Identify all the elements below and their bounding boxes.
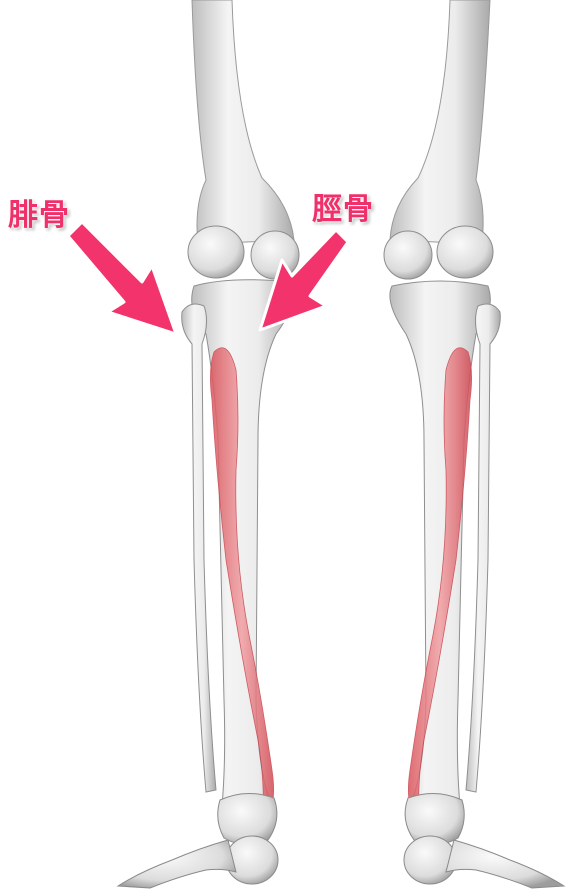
fibula-label: 腓骨 xyxy=(8,190,70,234)
left-heel xyxy=(226,836,278,884)
right-condyle-lateral xyxy=(384,231,432,279)
left-foot-bones xyxy=(118,840,236,888)
tibia-label: 脛骨 xyxy=(312,184,374,228)
right-condyle-medial xyxy=(437,226,493,278)
left-femur xyxy=(192,0,294,244)
right-femur xyxy=(390,0,490,244)
left-leg xyxy=(118,0,299,888)
fibula-arrow xyxy=(68,222,176,334)
right-heel xyxy=(404,836,456,884)
arrow-pointer-icon xyxy=(68,222,176,334)
left-condyle-medial xyxy=(188,226,244,278)
right-foot-bones xyxy=(446,840,564,888)
right-leg xyxy=(384,0,564,888)
left-condyle-lateral xyxy=(251,231,299,279)
